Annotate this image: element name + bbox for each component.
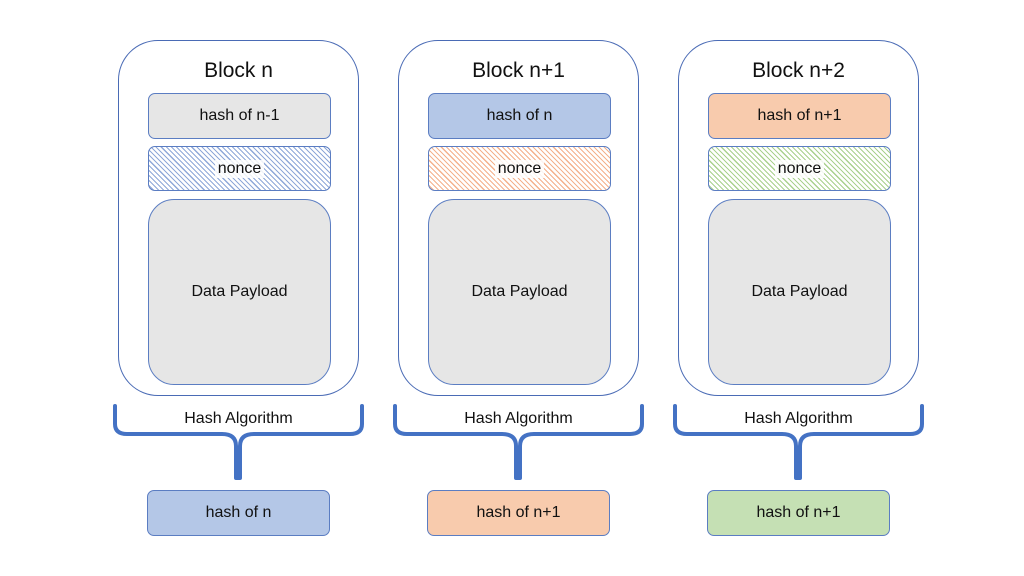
nonce-label: nonce bbox=[774, 159, 825, 178]
nonce-box: nonce bbox=[428, 146, 611, 191]
block-title: Block n+2 bbox=[752, 59, 845, 82]
output-hash-box: hash of n+1 bbox=[707, 490, 890, 536]
previous-hash-box: hash of n+1 bbox=[708, 93, 891, 139]
data-payload-box: Data Payload bbox=[708, 199, 891, 385]
nonce-box: nonce bbox=[148, 146, 331, 191]
data-payload-box: Data Payload bbox=[148, 199, 331, 385]
curly-brace-bracket bbox=[113, 404, 364, 480]
curly-brace-bracket bbox=[673, 404, 924, 480]
block-title: Block n bbox=[204, 59, 273, 82]
block-n-plus-1: Block n+1 hash of n nonce Data Payload bbox=[398, 40, 639, 396]
output-hash-box: hash of n+1 bbox=[427, 490, 610, 536]
data-payload-box: Data Payload bbox=[428, 199, 611, 385]
curly-brace-bracket bbox=[393, 404, 644, 480]
previous-hash-box: hash of n bbox=[428, 93, 611, 139]
nonce-box: nonce bbox=[708, 146, 891, 191]
block-n: Block n hash of n-1 nonce Data Payload bbox=[118, 40, 359, 396]
previous-hash-box: hash of n-1 bbox=[148, 93, 331, 139]
output-hash-box: hash of n bbox=[147, 490, 330, 536]
hash-algorithm-label: Hash Algorithm bbox=[184, 410, 293, 427]
block-n-plus-2: Block n+2 hash of n+1 nonce Data Payload bbox=[678, 40, 919, 396]
hash-algorithm-label: Hash Algorithm bbox=[744, 410, 853, 427]
nonce-label: nonce bbox=[214, 159, 265, 178]
nonce-label: nonce bbox=[494, 159, 545, 178]
block-title: Block n+1 bbox=[472, 59, 565, 82]
hash-algorithm-label: Hash Algorithm bbox=[464, 410, 573, 427]
